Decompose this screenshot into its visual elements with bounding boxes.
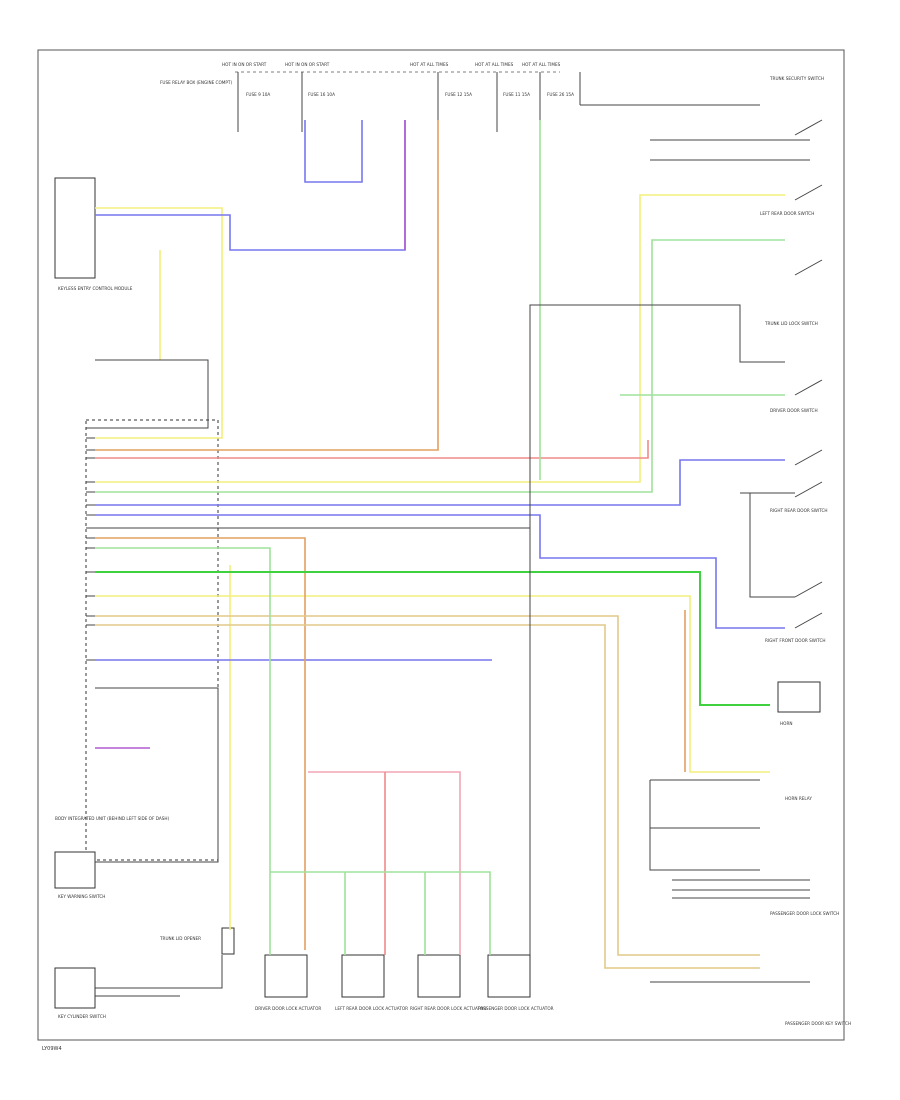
- footer-code: LY09W4: [42, 1046, 62, 1052]
- keyless-entry-module-label: KEYLESS ENTRY CONTROL MODULE: [58, 286, 133, 291]
- right-switch-6: RIGHT FRONT DOOR SWITCH: [765, 638, 826, 643]
- fuse-1-group: HOT IN ON OR START: [222, 62, 267, 67]
- fuse-2-label: FUSE 16 10A: [308, 92, 335, 97]
- key-warning-switch: [54, 851, 96, 889]
- body-integrated-unit-label: BODY INTEGRATED UNIT (BEHIND LEFT SIDE O…: [55, 816, 170, 821]
- fuse-3-group: HOT AT ALL TIMES: [410, 62, 449, 67]
- fuse-4-group: HOT AT ALL TIMES: [475, 62, 514, 67]
- top-left-module-label: FUSE RELAY BOX (ENGINE COMPT): [160, 80, 232, 85]
- fuse-5-group: HOT AT ALL TIMES: [522, 62, 561, 67]
- right-switches: TRUNK SECURITY SWITCH LEFT REAR DOOR SWI…: [760, 76, 851, 1026]
- right-rear-actuator-label: RIGHT REAR DOOR LOCK ACTUATOR: [410, 1006, 486, 1011]
- right-switch-4: DRIVER DOOR SWITCH: [770, 408, 818, 413]
- fuse-4-label: FUSE 11 15A: [503, 92, 530, 97]
- horn-relay-box: [777, 681, 821, 713]
- wires: [95, 120, 810, 997]
- left-rear-actuator-label: LEFT REAR DOOR LOCK ACTUATOR: [335, 1006, 408, 1011]
- body-integrated-unit: [85, 419, 219, 861]
- right-switch-8: HORN RELAY: [785, 796, 812, 801]
- right-switch-5: RIGHT REAR DOOR SWITCH: [770, 508, 828, 513]
- right-switch-3: TRUNK LID LOCK SWITCH: [764, 321, 818, 326]
- left-rear-door-lock-actuator: [341, 954, 385, 998]
- keyless-entry-module: [54, 177, 96, 279]
- trunk-lid-opener: [221, 927, 235, 955]
- door-lock-actuators: DRIVER DOOR LOCK ACTUATOR LEFT REAR DOOR…: [255, 954, 554, 1011]
- driver-door-lock-actuator: [264, 954, 308, 998]
- body-unit-pins: [86, 427, 95, 661]
- passenger-door-lock-actuator: [487, 954, 531, 998]
- key-warning-switch-label: KEY WARNING SWITCH: [58, 894, 105, 899]
- switch-contacts: [794, 119, 823, 629]
- right-switch-1: TRUNK SECURITY SWITCH: [769, 76, 824, 81]
- fuse-header: HOT IN ON OR START HOT IN ON OR START HO…: [160, 62, 760, 132]
- right-switch-10: PASSENGER DOOR KEY SWITCH: [785, 1021, 851, 1026]
- fuse-1-label: FUSE 9 10A: [246, 92, 270, 97]
- trunk-lid-opener-label: TRUNK LID OPENER: [159, 936, 201, 941]
- diagram-frame: [37, 49, 845, 1041]
- driver-actuator-label: DRIVER DOOR LOCK ACTUATOR: [255, 1006, 321, 1011]
- fuse-2-group: HOT IN ON OR START: [285, 62, 330, 67]
- fuse-5-label: FUSE 26 15A: [547, 92, 574, 97]
- passenger-actuator-label: PASSENGER DOOR LOCK ACTUATOR: [478, 1006, 554, 1011]
- right-switch-9: PASSENGER DOOR LOCK SWITCH: [770, 911, 839, 916]
- right-switch-7: HORN: [780, 721, 793, 726]
- key-cylinder-switch-label: KEY CYLINDER SWITCH: [58, 1014, 106, 1019]
- fuse-3-label: FUSE 12 15A: [445, 92, 472, 97]
- right-rear-door-lock-actuator: [417, 954, 461, 998]
- key-cylinder-switch: [54, 967, 96, 1009]
- right-switch-2: LEFT REAR DOOR SWITCH: [760, 211, 814, 216]
